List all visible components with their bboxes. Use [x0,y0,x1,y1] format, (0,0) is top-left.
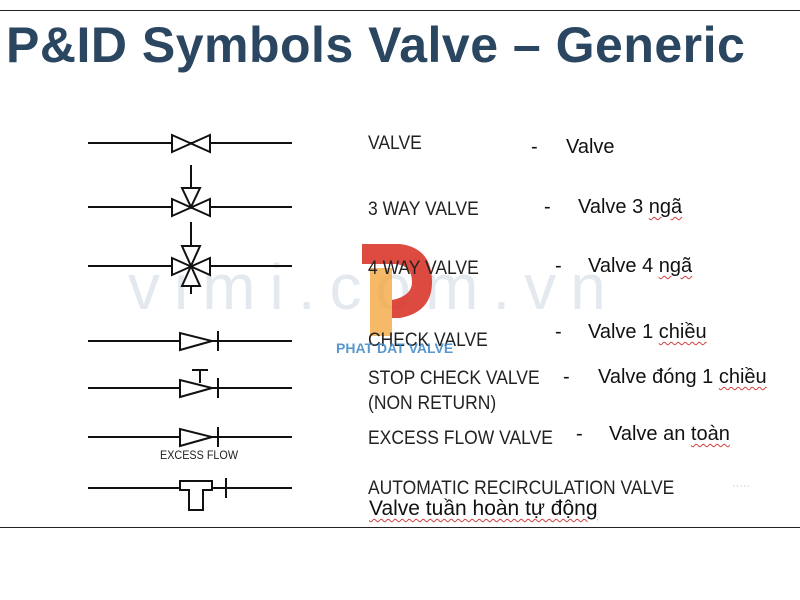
row-4-name-en: CHECK VALVE [368,330,488,351]
row-2-dash: - [544,196,551,218]
row-5-dash: - [563,366,570,388]
row-6-dash: - [576,423,583,445]
row-7-name-vi: Valve tuần hoàn tự động [369,497,598,520]
automatic-recirculation-valve-icon [88,478,292,511]
excess-flow-caption: EXCESS FLOW [160,448,239,462]
top-border [0,10,800,11]
row-3-name-vi: Valve 4 ngã [588,255,693,277]
corner-watermark: ····· [732,480,751,492]
three-way-valve-icon [88,165,292,218]
row-3-dash: - [555,255,562,277]
row-4-name-vi: Valve 1 chiều [588,321,707,343]
row-6-name-vi: Valve an toàn [609,423,730,445]
four-way-valve-icon [88,222,292,294]
row-2-name-vi: Valve 3 ngã [578,196,683,218]
row-5-name-en: STOP CHECK VALVE [368,368,540,389]
logo-text: PHAT DAT VALVE [336,340,454,356]
stop-check-valve-icon [88,369,292,399]
row-5-name-vi: Valve đóng 1 chiều [598,366,767,388]
row-6-name-en: EXCESS FLOW VALVE [368,428,553,449]
row-1-name-vi: Valve [566,136,615,158]
row-7-name-en: AUTOMATIC RECIRCULATION VALVE [368,478,675,499]
row-5-name-en-line2: (NON RETURN) [368,393,497,414]
logo-mark [362,244,432,336]
page-title: P&ID Symbols Valve – Generic [6,17,746,73]
row-2-name-en: 3 WAY VALVE [368,199,479,220]
row-1-dash: - [531,136,538,158]
row-4-dash: - [555,321,562,343]
gate-valve-icon [88,133,292,154]
row-3-name-en: 4 WAY VALVE [368,258,479,279]
row-1-name-en: VALVE [368,133,422,154]
excess-flow-valve-icon [88,427,292,448]
check-valve-icon [88,331,292,352]
bottom-border [0,527,800,528]
